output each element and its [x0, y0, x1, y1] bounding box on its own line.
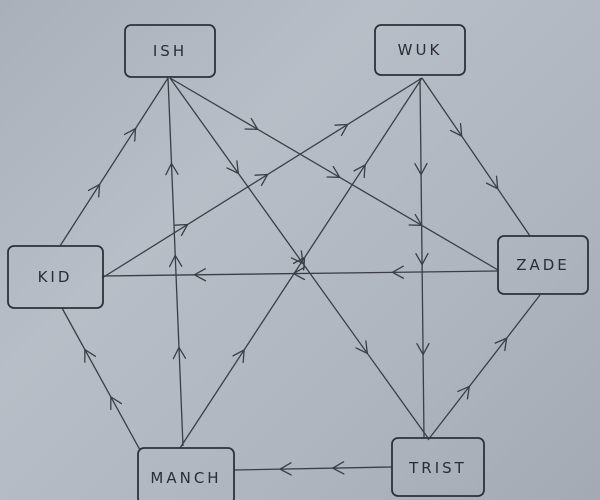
arrowhead-manch-to-ish-3	[165, 162, 179, 176]
arrowhead-wuk-to-trist-1	[414, 162, 428, 176]
arrowhead-kid-to-ish-1	[87, 183, 101, 198]
arrowhead-ish-to-trist-1	[226, 160, 239, 175]
node-manch: MANCH	[137, 447, 235, 500]
edge-wuk-to-trist	[419, 77, 425, 439]
node-box-trist	[391, 437, 485, 497]
arrowhead-zade-to-kid-1	[391, 265, 405, 279]
node-box-ish	[124, 24, 216, 78]
arrowhead-ish-to-zade-2	[326, 165, 341, 178]
arrowhead-manch-to-wuk-2	[292, 256, 306, 271]
node-label-wuk: WUK	[398, 41, 443, 59]
edge-kid-to-ish	[59, 77, 169, 247]
arrowhead-trist-to-manch-2	[279, 462, 292, 476]
arrowhead-ish-to-trist-3	[355, 340, 368, 355]
arrowhead-ish-to-zade-1	[244, 117, 259, 130]
node-label-manch: MANCH	[150, 469, 221, 487]
edge-manch-to-kid	[61, 307, 141, 451]
arrowhead-kid-to-wuk-2	[254, 173, 269, 187]
node-zade: ZADE	[497, 235, 589, 295]
arrowhead-manch-to-ish-1	[172, 346, 187, 360]
node-wuk: WUK	[374, 24, 466, 76]
node-label-kid: KID	[38, 268, 73, 286]
arrowhead-kid-to-wuk-3	[334, 123, 349, 137]
arrowhead-trist-to-zade-2	[494, 337, 508, 352]
node-trist: TRIST	[391, 437, 485, 497]
node-box-wuk	[374, 24, 466, 76]
arrowhead-zade-to-kid-2	[292, 266, 306, 281]
node-kid: KID	[7, 245, 104, 309]
arrowhead-wuk-to-zade-1	[449, 122, 463, 137]
node-box-zade	[497, 235, 589, 295]
arrowhead-zade-to-kid-3	[193, 267, 207, 282]
arrowhead-wuk-to-trist-3	[416, 342, 430, 356]
node-label-trist: TRIST	[408, 459, 467, 477]
node-ish: ISH	[124, 24, 216, 78]
node-box-manch	[137, 447, 235, 500]
edge-ish-to-trist	[169, 77, 429, 439]
arrowhead-kid-to-wuk-1	[174, 223, 189, 237]
edge-trist-to-zade	[427, 294, 541, 441]
arrowhead-manch-to-kid-2	[84, 348, 97, 363]
arrowhead-trist-to-manch-1	[332, 461, 345, 475]
edge-ish-to-zade	[169, 77, 499, 271]
node-box-kid	[7, 245, 104, 309]
node-label-zade: ZADE	[516, 256, 570, 274]
edge-manch-to-ish	[167, 77, 184, 447]
arrowhead-ish-to-zade-3	[408, 213, 423, 226]
arrowhead-manch-to-ish-2	[168, 254, 183, 268]
arrowheads-layer	[84, 117, 508, 476]
arrowhead-manch-to-wuk-1	[232, 349, 245, 364]
arrowhead-manch-to-wuk-3	[353, 164, 366, 179]
arrowhead-kid-to-ish-2	[123, 127, 137, 142]
arrowhead-trist-to-zade-1	[457, 385, 471, 400]
arrowhead-ish-to-trist-2	[290, 250, 304, 265]
arrowhead-wuk-to-trist-2	[415, 252, 429, 266]
edge-wuk-to-zade	[421, 77, 531, 237]
arrowhead-wuk-to-zade-2	[485, 175, 499, 190]
node-label-ish: ISH	[153, 42, 187, 60]
edge-zade-to-kid	[101, 270, 499, 277]
edge-trist-to-manch	[233, 466, 393, 471]
arrowhead-manch-to-kid-1	[110, 396, 123, 411]
edges-layer	[59, 77, 541, 471]
edge-kid-to-wuk	[101, 77, 423, 279]
